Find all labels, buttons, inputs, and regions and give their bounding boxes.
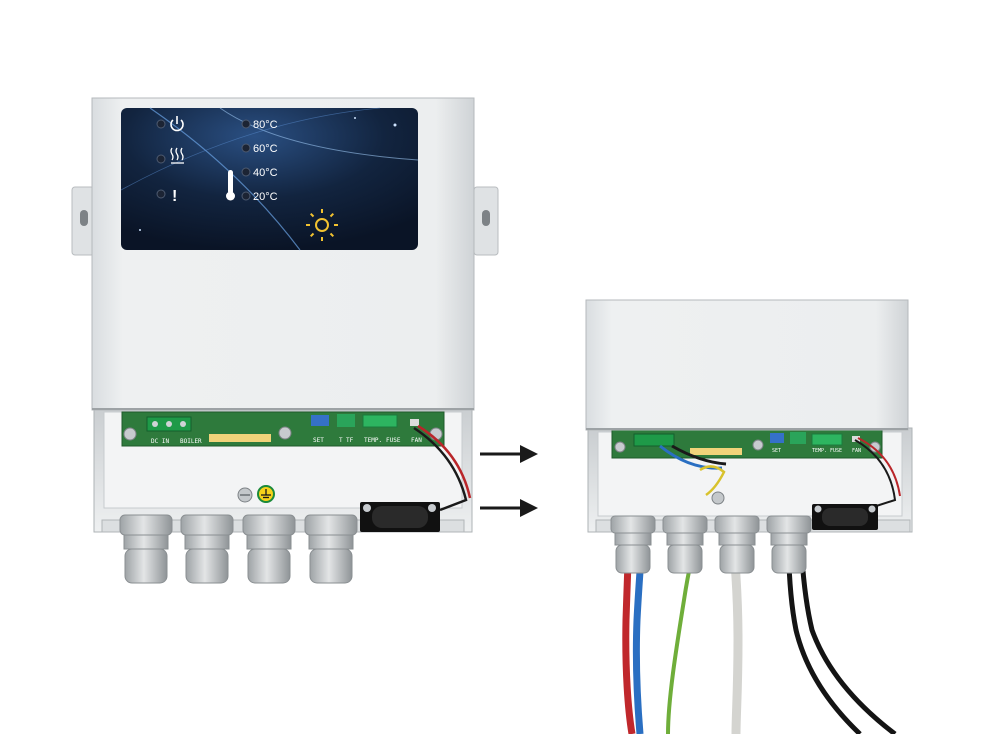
cable-gland-3 — [242, 514, 296, 584]
left-controller-unit: DC IN BOILER SET T TF TEMP. FUSE FAN — [71, 97, 499, 584]
label-dc-in: DC IN — [151, 438, 169, 445]
mounting-tab-left — [71, 186, 95, 256]
label-t: T — [339, 437, 343, 444]
control-panel: ! 80°C 60°C 40°C 20°C — [120, 107, 419, 251]
cable-gland-right-2 — [662, 515, 708, 574]
circuit-board: DC IN BOILER SET T TF TEMP. FUSE FAN — [121, 411, 445, 447]
label-tf: TF — [346, 437, 354, 444]
label-fan: FAN — [411, 437, 422, 444]
mounting-tab-right — [473, 186, 499, 256]
label-temp-right: TEMP. — [812, 448, 827, 454]
warning-icon: ! — [172, 188, 177, 205]
thermometer-icon — [226, 170, 235, 201]
label-set-right: SET — [772, 448, 781, 454]
label-fuse-right: FUSE — [830, 448, 842, 454]
label-fuse: FUSE — [386, 437, 401, 444]
temp-label-60: 60°C — [253, 143, 278, 155]
cable-gland-right-4 — [766, 515, 812, 574]
enclosure-lid-right — [585, 299, 909, 431]
arrow-upper — [480, 445, 538, 463]
fan-unit — [360, 502, 440, 532]
right-controller-unit: SET TEMP. FUSE FAN — [585, 299, 913, 734]
heating-icon — [170, 147, 184, 164]
cable-gland-right-1 — [610, 515, 656, 574]
arrow-lower — [480, 499, 538, 517]
temp-label-40: 40°C — [253, 167, 278, 179]
fan-unit-right — [812, 504, 878, 530]
ground-screw — [237, 487, 253, 503]
power-icon — [170, 116, 184, 132]
sun-icon — [306, 209, 338, 241]
label-set: SET — [313, 437, 324, 444]
label-boiler: BOILER — [180, 438, 202, 445]
cable-gland-right-3 — [714, 515, 760, 574]
cable-gland-2 — [180, 514, 234, 584]
temp-label-80: 80°C — [253, 119, 278, 131]
cable-gland-1 — [119, 514, 173, 584]
ground-icon — [257, 485, 275, 503]
label-fan-right: FAN — [852, 448, 861, 454]
temp-label-20: 20°C — [253, 191, 278, 203]
cable-gland-4 — [304, 514, 358, 584]
circuit-board-right: SET TEMP. FUSE FAN — [611, 429, 883, 459]
label-temp: TEMP. — [364, 437, 382, 444]
